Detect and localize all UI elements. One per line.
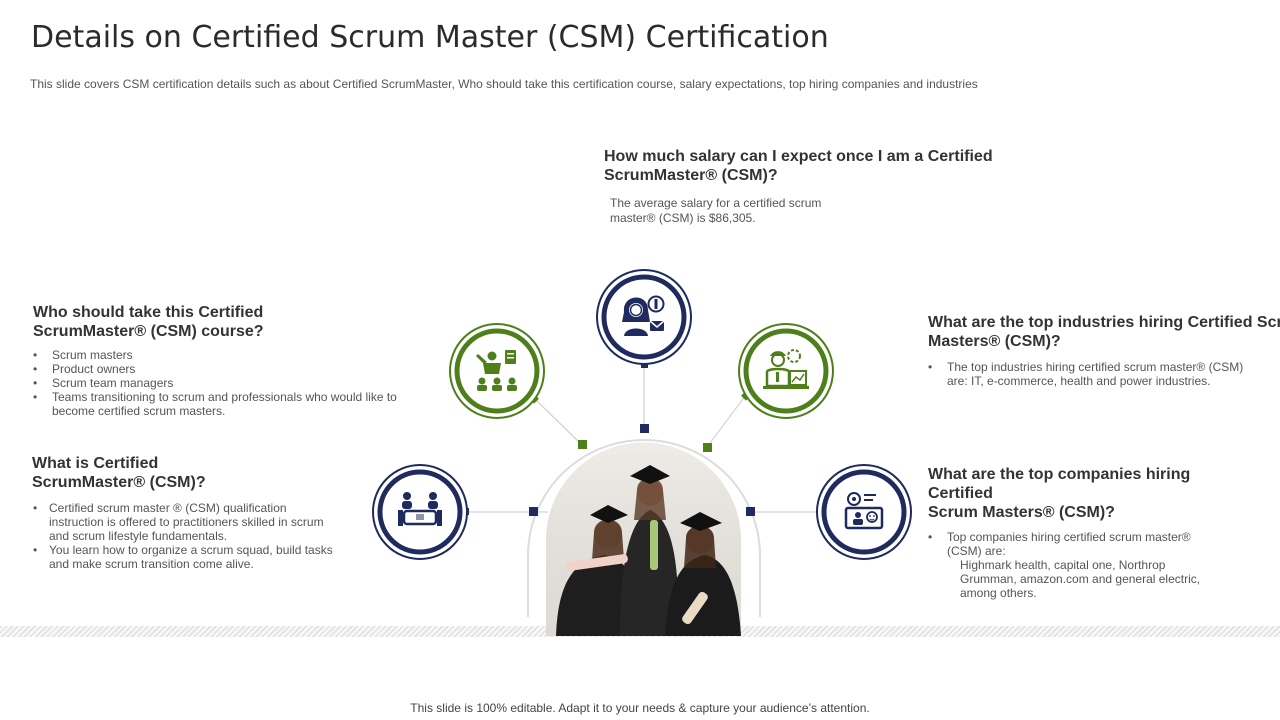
footer-note: This slide is 100% editable. Adapt it to… xyxy=(410,701,870,715)
list-item: Certified scrum master ® (CSM) qualifica… xyxy=(33,501,337,543)
page-subtitle: This slide covers CSM certification deta… xyxy=(30,77,978,91)
list-item: Teams transitioning to scrum and profess… xyxy=(33,390,405,418)
companies-detail: Highmark health, capital one, Northrop G… xyxy=(960,558,1201,600)
list-item: You learn how to organize a scrum squad,… xyxy=(33,543,337,571)
page-title: Details on Certified Scrum Master (CSM) … xyxy=(31,20,829,55)
companies-section: What are the top companies hiring Certif… xyxy=(928,465,1258,600)
what-heading: What is Certified ScrumMaster® (CSM)? xyxy=(32,455,206,491)
list-item: Scrum team managers xyxy=(33,376,405,390)
graduates-photo xyxy=(546,442,741,636)
presenter-audience-icon xyxy=(449,323,545,419)
salary-section: How much salary can I expect once I am a… xyxy=(604,147,1024,226)
industries-heading: What are the top industries hiring Certi… xyxy=(928,314,1280,350)
list-item: Top companies hiring certified scrum mas… xyxy=(928,530,1198,558)
list-item: Scrum masters xyxy=(33,348,405,362)
companies-heading: What are the top companies hiring Certif… xyxy=(928,466,1191,521)
industries-list: The top industries hiring certified scru… xyxy=(928,360,1248,388)
industries-section: What are the top industries hiring Certi… xyxy=(928,313,1280,388)
industry-worker-icon xyxy=(738,323,834,419)
who-list: Scrum masters Product owners Scrum team … xyxy=(33,348,405,418)
salary-text: The average salary for a certified scrum… xyxy=(610,196,822,225)
salary-woman-icon xyxy=(596,269,692,365)
list-item: The top industries hiring certified scru… xyxy=(928,360,1248,388)
salary-heading: How much salary can I expect once I am a… xyxy=(604,148,993,184)
list-item: Product owners xyxy=(33,362,405,376)
what-list: Certified scrum master ® (CSM) qualifica… xyxy=(32,501,337,571)
company-screen-icon xyxy=(816,464,912,560)
companies-list: Top companies hiring certified scrum mas… xyxy=(928,530,1198,558)
who-section: Who should take this Certified ScrumMast… xyxy=(33,303,405,418)
team-meeting-icon xyxy=(372,464,468,560)
what-section: What is Certified ScrumMaster® (CSM)? Ce… xyxy=(32,454,337,571)
who-heading: Who should take this Certified ScrumMast… xyxy=(33,304,264,340)
